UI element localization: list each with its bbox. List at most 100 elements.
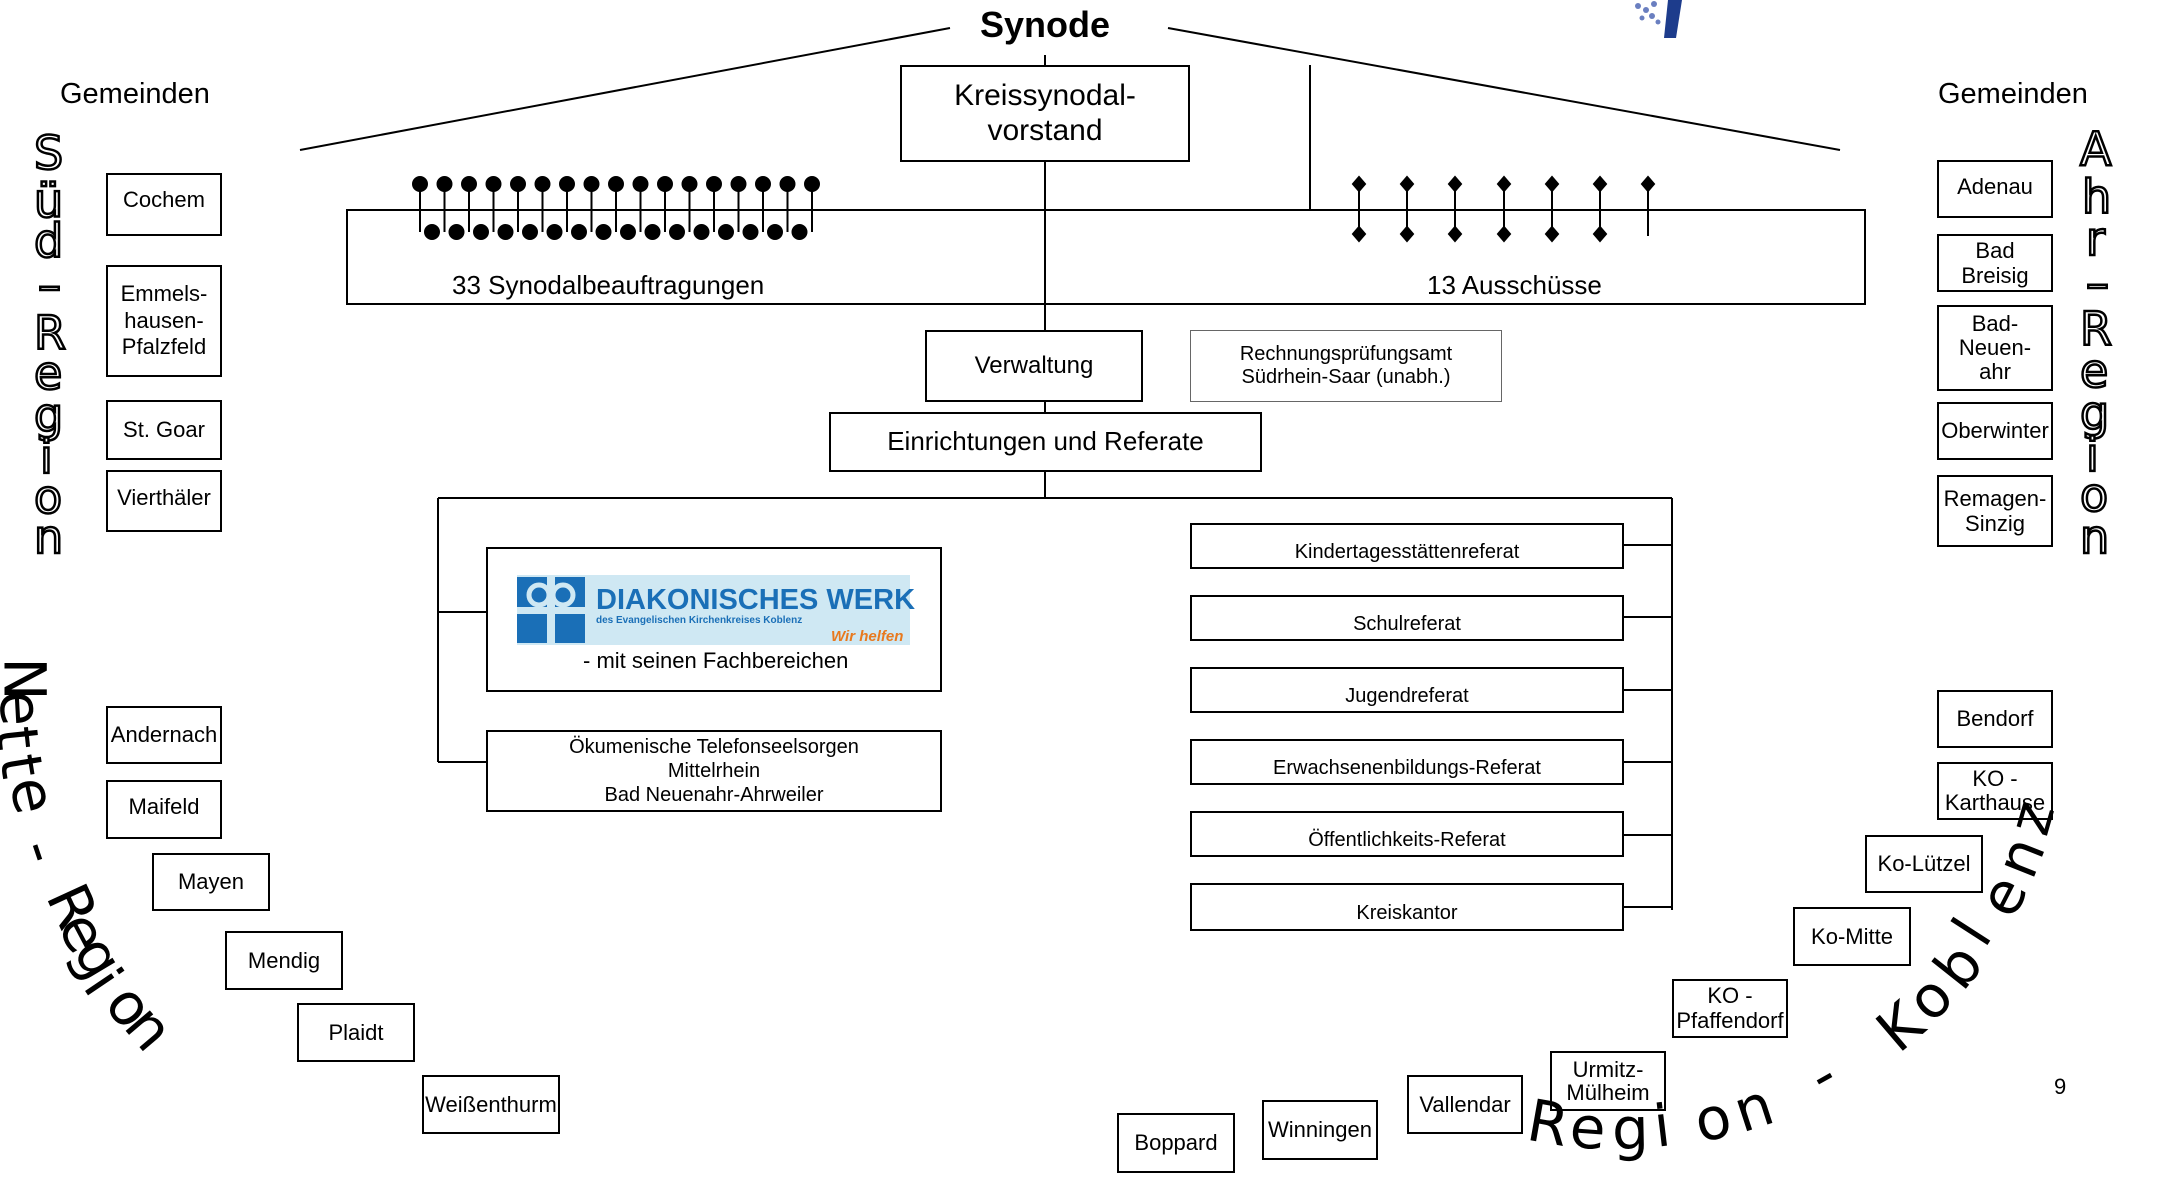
pin-head [779,176,796,192]
referat-box: Jugendreferat [1190,667,1624,713]
diakonie-cross-icon [517,577,585,643]
gemeinde-label: Cochem [123,187,205,212]
diamond-marker [1544,175,1560,193]
kreissynodalvorstand-box: Kreissynodal-vorstand [900,65,1190,162]
pin-head [620,224,636,240]
pin-head [497,224,514,240]
gemeinde-box: Maifeld [106,780,222,839]
gemeinde-label: KO - Pfaffendorf [1676,983,1784,1033]
gemeinde-box: Ko-Mitte [1793,907,1911,966]
diamond-marker [1447,175,1463,193]
diamond-marker [1544,225,1560,243]
gemeinden-left-label: Gemeinden [60,78,210,110]
synodalbeauftragungen-label: 33 Synodalbeauftragungen [452,270,765,300]
gemeinde-label: Mayen [177,869,245,895]
region-letter: r [2085,211,2106,268]
gemeinden-right-label: Gemeinden [1938,78,2088,110]
region-letter: o [33,469,64,526]
gemeinde-label: St. Goar [123,417,205,443]
pin-head [424,224,440,240]
kreissynodalvorstand-label: Kreissynodal-vorstand [954,79,1136,147]
rechnungspruefungsamt-line2: Südrhein-Saar (unabh.) [1241,366,1451,388]
gemeinde-box: Bendorf [1937,690,2053,748]
gemeinde-box: Weißenthurm [422,1075,560,1134]
gemeinde-box: Mendig [225,931,343,990]
pin-head [473,224,489,240]
rechnungspruefungsamt-box: Rechnungsprüfungsamt Südrhein-Saar (unab… [1190,330,1502,402]
gemeinde-box: Remagen-Sinzig [1937,475,2053,547]
gemeinde-label: Bad-Neuen-ahr [1958,310,2032,385]
gemeinde-label: Ko-Lützel [1877,851,1971,877]
einrichtungen-label: Einrichtungen und Referate [887,426,1204,457]
gemeinde-box: Urmitz-Mülheim [1550,1051,1666,1111]
logo-icon [1635,0,1682,38]
referat-label: Öffentlichkeits-Referat [1308,829,1506,851]
gemeinde-label: Vallendar [1419,1091,1511,1117]
pin-head [718,224,734,240]
pin-head [534,176,551,192]
region-letter: e [2079,343,2110,400]
gemeinde-label: Adenau [1957,174,2033,199]
page-number: 9 [2054,1074,2067,1099]
gemeinde-label: KO - Karthause [1944,765,2046,815]
region-letter: e [0,688,57,729]
diamond-marker [1351,225,1367,243]
region-letter: n [33,509,65,566]
referat-label: Jugendreferat [1345,685,1469,707]
region-letter: R [33,305,67,362]
pin-head [608,176,624,192]
diakonie-subtitle: des Evangelischen Kirchenkreises Koblenz [596,615,803,626]
telefonseelsorge-line2: Mittelrhein [667,760,761,782]
gemeinde-box: Emmels-hausen-Pfalzfeld [106,265,222,377]
region-letter: – [37,257,63,314]
gemeinde-box: Plaidt [297,1003,415,1062]
referat-box: Schulreferat [1190,595,1624,641]
diamond-marker [1592,175,1608,193]
region-letter: ü [33,173,65,230]
referat-label: Erwachsenenbildungs-Referat [1273,757,1541,779]
gemeinde-label: Urmitz-Mülheim [1566,1056,1650,1105]
gemeinde-label: Emmels-hausen-Pfalzfeld [120,281,208,360]
gemeinde-box: Winningen [1262,1100,1378,1160]
gemeinde-box: Cochem [106,173,222,236]
pin-head [485,176,502,192]
pin-head [804,176,820,192]
diamond-marker [1640,175,1656,193]
gemeinde-box: KO - Pfaffendorf [1672,979,1788,1038]
region-letter: i [2085,427,2100,484]
gemeinde-box: Andernach [106,706,222,764]
gemeinde-box: Ko-Lützel [1865,835,1983,893]
referat-box: Kreiskantor [1190,883,1624,931]
referat-label: Kreiskantor [1356,902,1458,924]
region-letter: e [33,345,64,402]
region-letter: e [1567,1092,1608,1164]
referat-box: Öffentlichkeits-Referat [1190,811,1624,857]
diamond-marker [1447,225,1463,243]
pin-head [657,176,673,192]
gemeinde-label: Weißenthurm [425,1091,557,1117]
pin-head [742,224,759,240]
pin-head [412,176,428,192]
region-letter: n [2079,509,2111,566]
region-letter: – [2085,255,2111,312]
pin-head [669,224,685,240]
gemeinde-box: Oberwinter [1937,402,2053,460]
gemeinde-label: Andernach [110,722,218,748]
diamond-marker [1399,225,1415,243]
gemeinde-label: Remagen-Sinzig [1943,485,2047,536]
region-letter: h [2081,169,2113,226]
diamond-marker [1592,225,1608,243]
gemeinde-box: Adenau [1937,160,2053,218]
referat-box: Erwachsenenbildungs-Referat [1190,739,1624,785]
gemeinde-label: Maifeld [128,794,200,819]
telefonseelsorge-box: Ökumenische Telefonseelsorgen Mittelrhei… [486,730,942,812]
region-letter: d [33,213,65,270]
region-letter: g [2079,385,2111,442]
gemeinde-label: Vierthäler [117,485,211,510]
einrichtungen-box: Einrichtungen und Referate [829,412,1262,472]
gemeinde-box: Mayen [152,853,270,911]
pin-head [510,176,526,192]
diamond-marker [1496,175,1512,193]
pin-head [681,176,698,192]
